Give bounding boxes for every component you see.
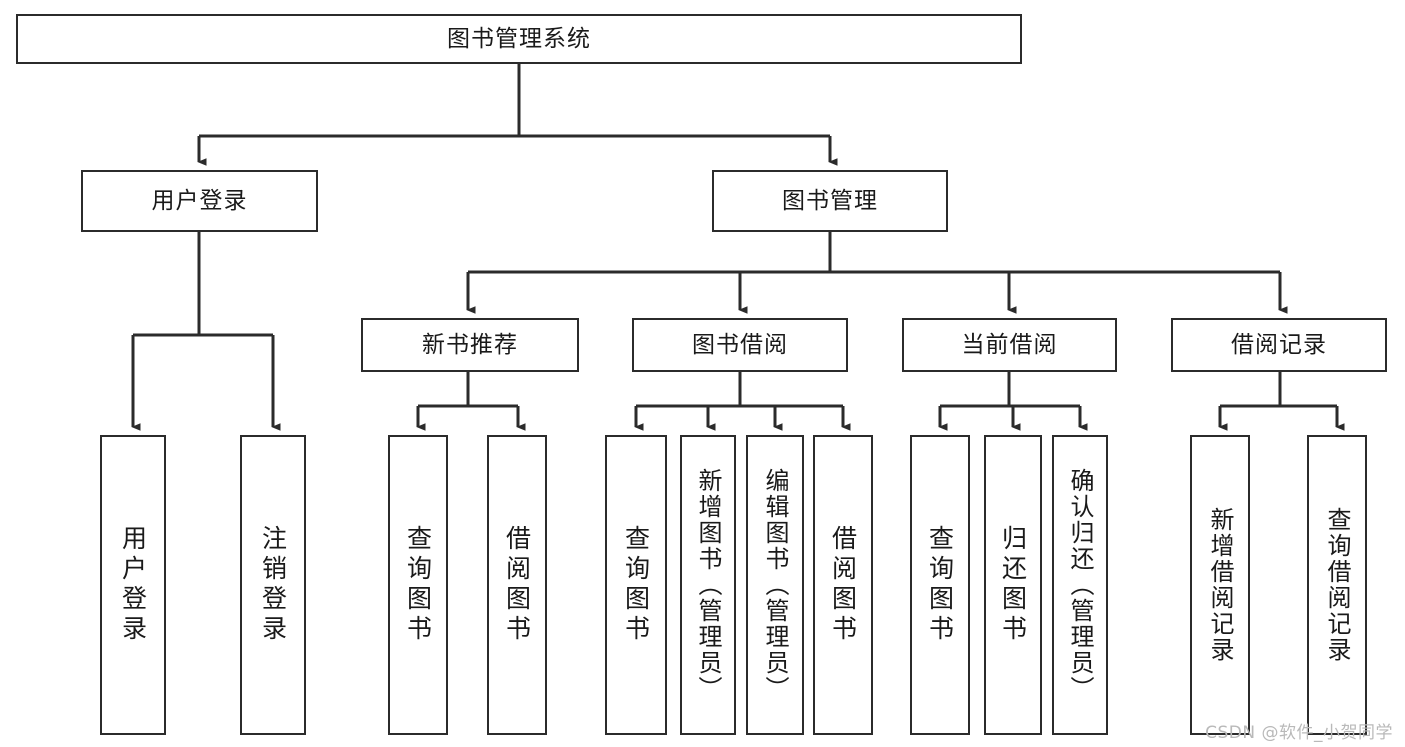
- node-level2-0[interactable]: 用户登录: [81, 170, 318, 232]
- node-root[interactable]: 图书管理系统: [16, 14, 1022, 64]
- node-leaf-9[interactable]: 归还图书: [984, 435, 1042, 735]
- node-leaf-7[interactable]: 借阅图书: [813, 435, 873, 735]
- node-leaf-2[interactable]: 查询图书: [388, 435, 448, 735]
- node-level2-1-label: 图书管理: [782, 187, 878, 214]
- node-level3-0[interactable]: 新书推荐: [361, 318, 579, 372]
- node-leaf-4[interactable]: 查询图书: [605, 435, 667, 735]
- node-level3-3-label: 借阅记录: [1231, 331, 1327, 358]
- node-leaf-5-label: 新增图书（管理员）: [694, 468, 722, 702]
- watermark: CSDN @软件_小贺同学: [1205, 723, 1393, 743]
- node-leaf-5[interactable]: 新增图书（管理员）: [680, 435, 736, 735]
- node-leaf-4-label: 查询图书: [621, 525, 651, 645]
- node-leaf-3[interactable]: 借阅图书: [487, 435, 547, 735]
- node-leaf-0-label: 用户登录: [118, 525, 148, 645]
- node-root-label: 图书管理系统: [447, 25, 591, 52]
- node-leaf-6-label: 编辑图书（管理员）: [761, 468, 789, 702]
- node-leaf-9-label: 归还图书: [998, 525, 1028, 645]
- node-level3-1[interactable]: 图书借阅: [632, 318, 848, 372]
- node-level2-1[interactable]: 图书管理: [712, 170, 948, 232]
- node-level3-2[interactable]: 当前借阅: [902, 318, 1117, 372]
- node-leaf-10-label: 确认归还（管理员）: [1066, 468, 1094, 702]
- node-level3-0-label: 新书推荐: [422, 331, 518, 358]
- node-leaf-8-label: 查询图书: [925, 525, 955, 645]
- node-leaf-8[interactable]: 查询图书: [910, 435, 970, 735]
- node-level3-1-label: 图书借阅: [692, 331, 788, 358]
- node-leaf-1-label: 注销登录: [258, 525, 288, 645]
- node-leaf-11-label: 新增借阅记录: [1206, 507, 1234, 663]
- node-leaf-6[interactable]: 编辑图书（管理员）: [746, 435, 804, 735]
- node-leaf-7-label: 借阅图书: [828, 525, 858, 645]
- node-level3-2-label: 当前借阅: [961, 331, 1058, 358]
- node-leaf-3-label: 借阅图书: [502, 525, 532, 645]
- node-level3-3[interactable]: 借阅记录: [1171, 318, 1387, 372]
- node-leaf-11[interactable]: 新增借阅记录: [1190, 435, 1250, 735]
- node-leaf-1[interactable]: 注销登录: [240, 435, 306, 735]
- node-leaf-12-label: 查询借阅记录: [1323, 507, 1351, 663]
- node-leaf-10[interactable]: 确认归还（管理员）: [1052, 435, 1108, 735]
- node-leaf-12[interactable]: 查询借阅记录: [1307, 435, 1367, 735]
- node-level2-0-label: 用户登录: [151, 187, 248, 214]
- node-leaf-0[interactable]: 用户登录: [100, 435, 166, 735]
- node-leaf-2-label: 查询图书: [403, 525, 433, 645]
